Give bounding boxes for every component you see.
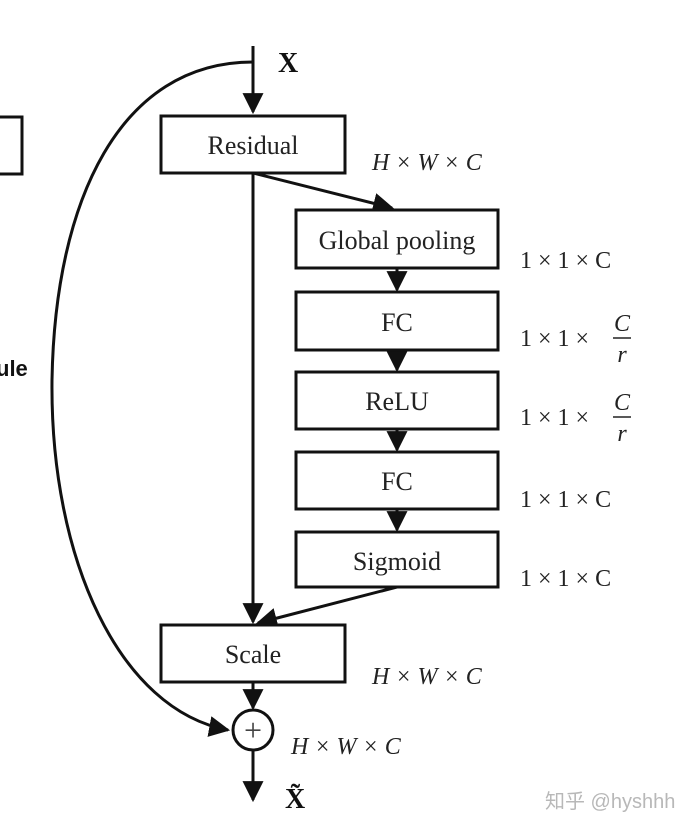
relu-dim-prefix: 1 × 1 × [520, 405, 589, 431]
fc1-dim-numerator: C [614, 311, 631, 337]
partial-left-label: ule [0, 356, 28, 381]
scale-block [159, 623, 347, 684]
branch-arrow [252, 171, 395, 214]
watermark: 知乎 @hyshhh [545, 790, 675, 813]
relu-label: ReLU [365, 387, 429, 416]
output-label: X̃ [285, 784, 305, 815]
global-pooling-dim: 1 × 1 × C [520, 248, 611, 274]
arrow-sigmoid-scale [255, 585, 398, 629]
fc1-label: FC [381, 308, 413, 337]
global-pooling-block [294, 208, 500, 270]
scale-dim: H × W × C [371, 664, 483, 690]
fc1-dim-prefix: 1 × 1 × [520, 326, 589, 352]
residual-block [159, 114, 347, 175]
relu-dim-numerator: C [614, 390, 631, 416]
scale-label: Scale [225, 640, 281, 669]
skip-connection-curve [50, 60, 254, 737]
fc1-block [294, 290, 500, 352]
residual-dim: H × W × C [371, 150, 483, 176]
sigmoid-label: Sigmoid [353, 547, 441, 576]
fc2-dim: 1 × 1 × C [520, 487, 611, 513]
global-pooling-label: Global pooling [319, 226, 476, 255]
plus-icon: + [244, 712, 262, 748]
sum-dim: H × W × C [290, 734, 402, 760]
input-label: X [278, 48, 298, 79]
partial-left-box [0, 115, 24, 176]
relu-dim-denominator: r [617, 421, 627, 447]
fc2-label: FC [381, 467, 413, 496]
fc1-dim-denominator: r [617, 342, 627, 368]
sigmoid-dim: 1 × 1 × C [520, 566, 611, 592]
residual-label: Residual [208, 131, 299, 160]
